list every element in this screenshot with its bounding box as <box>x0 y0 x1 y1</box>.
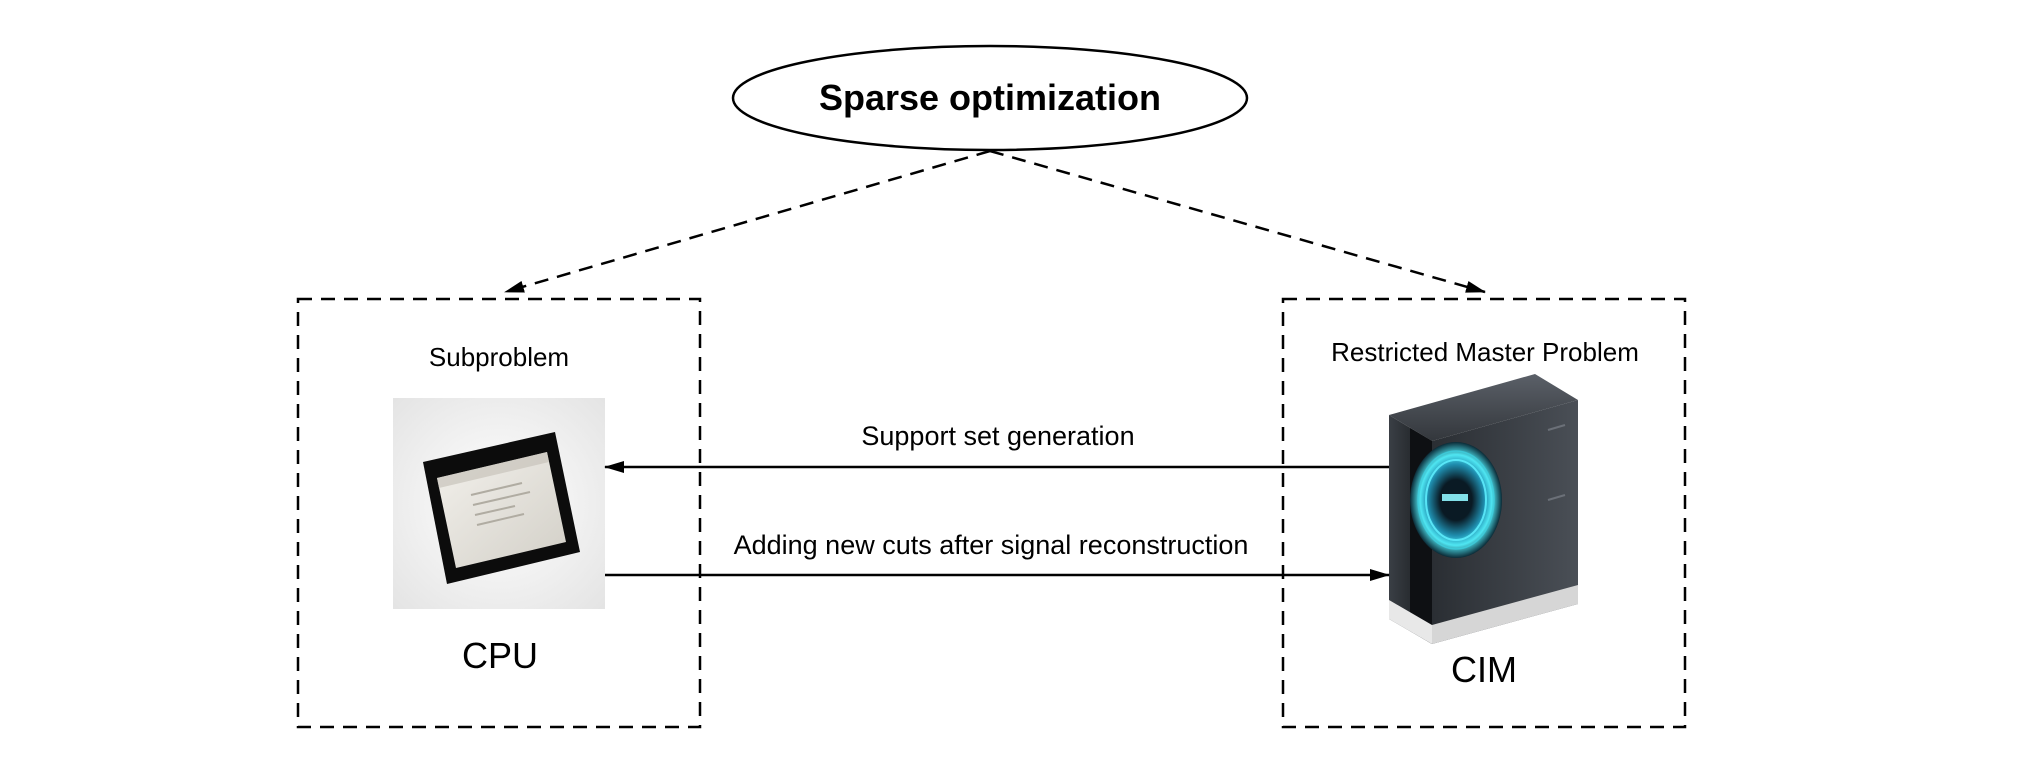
master-problem-title: Restricted Master Problem <box>1331 337 1639 367</box>
root-ellipse <box>731 44 1249 152</box>
subproblem-title: Subproblem <box>429 342 569 372</box>
root-label: Sparse optimization <box>819 77 1161 118</box>
cpu-chip-icon <box>393 398 605 609</box>
support-set-label: Support set generation <box>861 421 1134 451</box>
subproblem-panel: Subproblem CPU <box>296 297 702 729</box>
adding-cuts-label: Adding new cuts after signal reconstruct… <box>734 530 1249 560</box>
root-node: Sparse optimization <box>731 44 1249 152</box>
master-problem-panel: Restricted Master Problem CIM <box>1281 297 1687 729</box>
support-set-arrow: Support set generation <box>604 421 1389 473</box>
cim-label: CIM <box>1451 649 1517 690</box>
adding-cuts-arrow: Adding new cuts after signal reconstruct… <box>605 530 1390 581</box>
cim-machine-icon <box>1389 374 1578 644</box>
cpu-label: CPU <box>462 635 538 676</box>
dashed-arrow-to-master <box>989 149 1486 294</box>
dashed-arrow-to-subproblem <box>504 149 991 294</box>
